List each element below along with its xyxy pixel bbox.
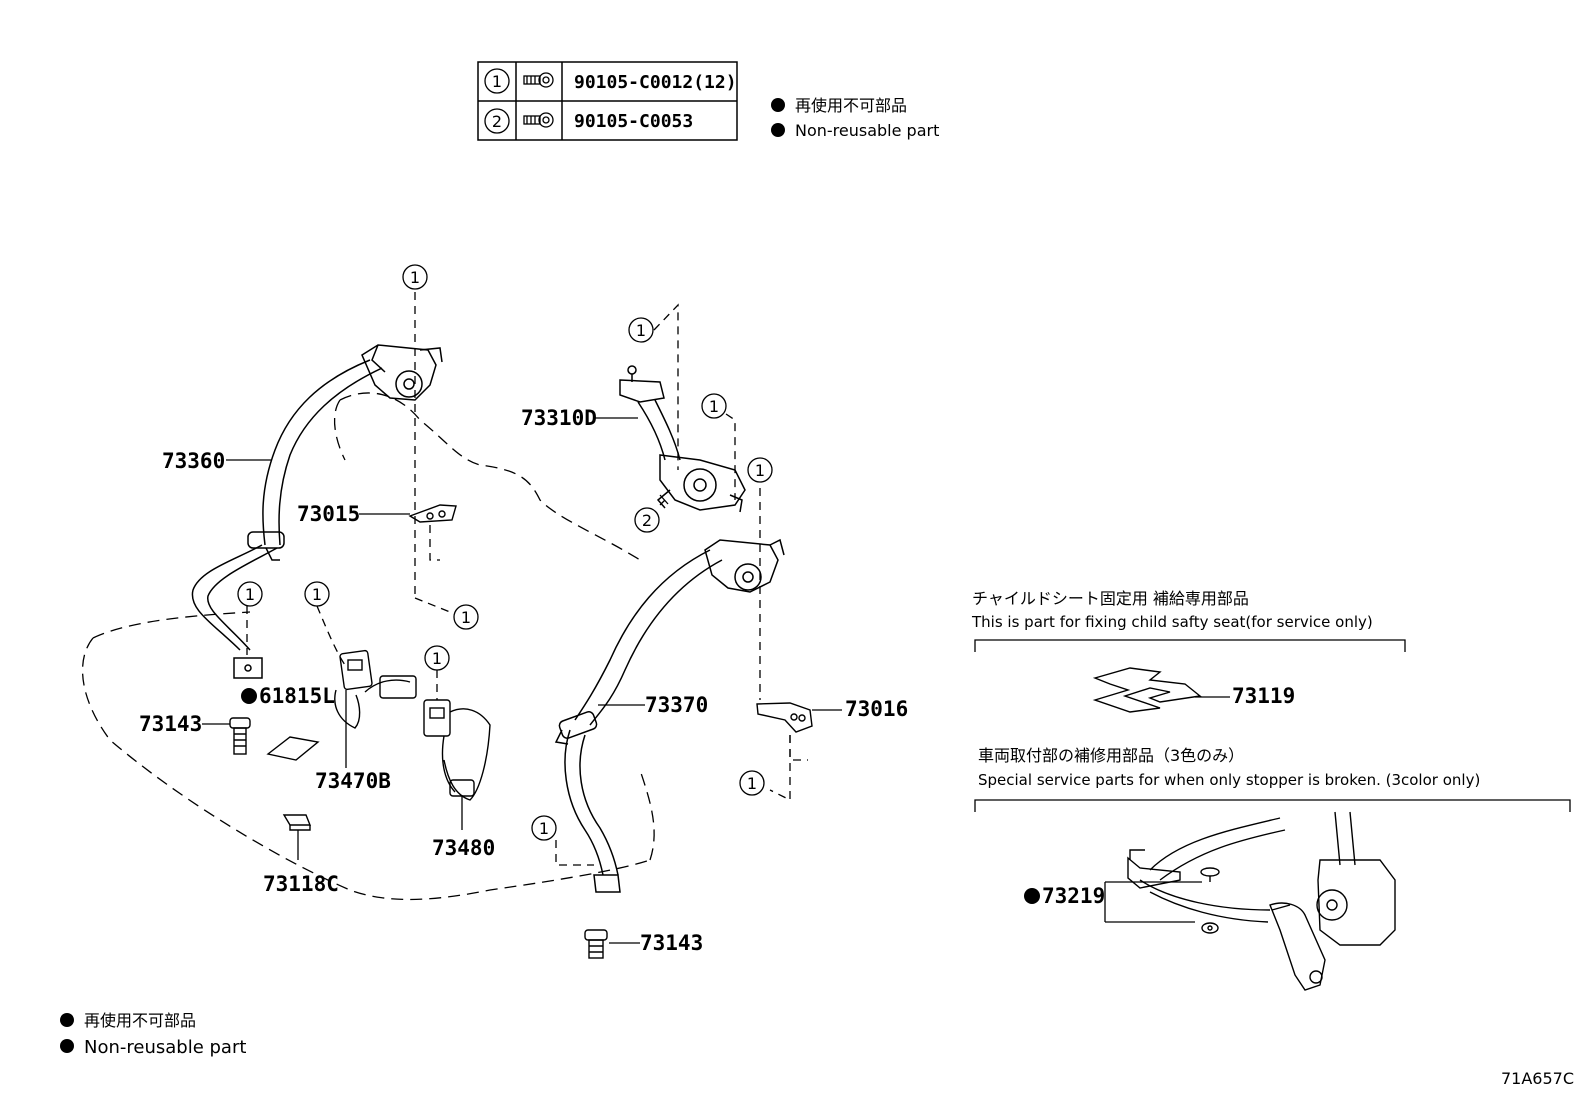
- svg-text:1: 1: [755, 461, 765, 480]
- anchor-bolt-right: [584, 929, 608, 959]
- svg-text:1: 1: [312, 585, 322, 604]
- part-label-61815L: 61815L: [259, 684, 335, 708]
- part-label-73119: 73119: [1232, 684, 1295, 708]
- legend-top: 再使用不可部品 Non-reusable part: [771, 96, 939, 140]
- child-seat-title-en: This is part for fixing child safty seat…: [971, 613, 1373, 631]
- svg-text:1: 1: [709, 397, 719, 416]
- svg-text:1: 1: [747, 774, 757, 793]
- callout-1f: 1: [237, 581, 263, 607]
- svg-text:1: 1: [432, 649, 442, 668]
- bolt-ref-2: 2: [492, 112, 502, 131]
- seat-outline: [81, 392, 655, 901]
- anchor-bolt-left: [229, 717, 251, 755]
- callout-1g: 1: [304, 581, 330, 607]
- part-label-73143-left: 73143: [139, 712, 202, 736]
- part-label-73370: 73370: [645, 693, 708, 717]
- bolt-icon: [523, 72, 554, 88]
- bolt-ref-1: 1: [492, 72, 502, 91]
- non-reusable-dot-icon: [60, 1039, 74, 1053]
- leader-lines: [202, 417, 842, 944]
- anchor-cover-73119: [1092, 667, 1202, 713]
- svg-text:2: 2: [642, 511, 652, 530]
- center-seatbelt-assembly: [619, 365, 746, 513]
- legend-top-en: Non-reusable part: [795, 121, 939, 140]
- part-label-73143-right: 73143: [640, 931, 703, 955]
- callout-1d: 1: [747, 457, 773, 483]
- callout-1c: 1: [701, 393, 727, 419]
- stopper-section: 車両取付部の補修用部品（3色のみ） Special service parts …: [974, 746, 1571, 991]
- part-label-73310D: 73310D: [521, 406, 597, 430]
- callout-1b: 1: [628, 317, 654, 343]
- part-label-73470B: 73470B: [315, 769, 391, 793]
- clip-73118C: [282, 814, 312, 831]
- non-reusable-dot-icon: [771, 123, 785, 137]
- bolt-table: [477, 61, 738, 141]
- legend-bottom: 再使用不可部品 Non-reusable part: [60, 1011, 246, 1058]
- svg-text:1: 1: [539, 819, 549, 838]
- left-seatbelt-assembly: [191, 344, 443, 679]
- child-seat-title-jp: チャイルドシート固定用 補給専用部品: [972, 589, 1249, 608]
- stopper-title-jp: 車両取付部の補修用部品（3色のみ）: [978, 746, 1244, 765]
- buckle-73470B: [334, 649, 417, 729]
- buckle-73480: [423, 699, 491, 801]
- diagram-code: 71A657C: [1501, 1069, 1574, 1088]
- callout-2a: 2: [634, 507, 660, 533]
- svg-text:1: 1: [636, 321, 646, 340]
- callout-1h: 1: [424, 645, 450, 671]
- callout-1a: 1: [402, 264, 428, 290]
- dashed-leaders: [246, 292, 808, 866]
- bolt-row-1: 1 90105-C0012(12): [484, 68, 737, 94]
- part-label-73360: 73360: [162, 449, 225, 473]
- legend-bottom-en: Non-reusable part: [84, 1037, 246, 1058]
- part-label-73219: 73219: [1042, 884, 1105, 908]
- non-reusable-dot-icon: [1024, 888, 1040, 904]
- belt-guide: [408, 504, 457, 523]
- bolt-part-no-1: 90105-C0012(12): [574, 72, 737, 93]
- child-seat-section: チャイルドシート固定用 補給専用部品 This is part for fixi…: [971, 589, 1406, 713]
- bolt-icon: [523, 112, 554, 128]
- bracket-73016: [756, 702, 813, 733]
- svg-text:1: 1: [245, 585, 255, 604]
- bolt-part-no-2: 90105-C0053: [574, 111, 693, 132]
- part-label-73016: 73016: [845, 697, 908, 721]
- legend-bottom-jp: 再使用不可部品: [84, 1011, 196, 1030]
- non-reusable-dot-icon: [60, 1013, 74, 1027]
- callout-1i: 1: [739, 770, 765, 796]
- callout-1e: 1: [453, 604, 479, 630]
- part-label-73118C: 73118C: [263, 872, 339, 896]
- part-label-73015: 73015: [297, 502, 360, 526]
- stopper-title-en: Special service parts for when only stop…: [978, 771, 1480, 789]
- label-plate: [266, 736, 320, 761]
- bolt-row-2: 2 90105-C0053: [484, 108, 693, 134]
- non-reusable-dot-icon: [771, 98, 785, 112]
- svg-text:1: 1: [410, 268, 420, 287]
- part-label-73480: 73480: [432, 836, 495, 860]
- legend-top-jp: 再使用不可部品: [795, 96, 907, 115]
- stopper-illustration: [1127, 811, 1396, 991]
- svg-text:1: 1: [461, 608, 471, 627]
- callout-1j: 1: [531, 815, 557, 841]
- right-seatbelt-assembly: [554, 538, 785, 893]
- non-reusable-dot-icon: [241, 688, 257, 704]
